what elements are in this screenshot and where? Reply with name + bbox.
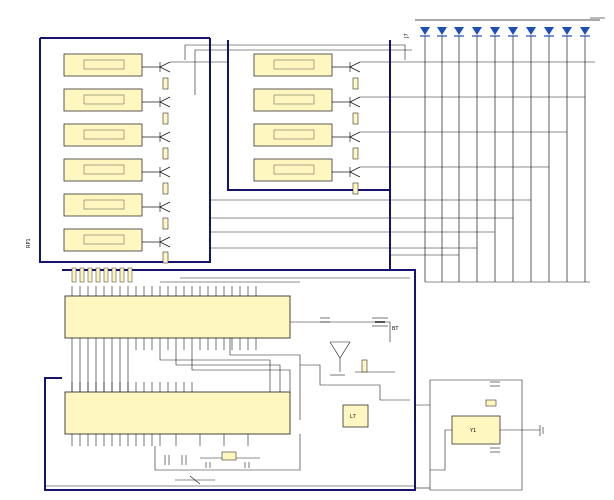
relay-module: [63, 193, 143, 217]
right-relay-column: [253, 53, 333, 182]
return-wires: [45, 404, 430, 489]
relay-module: [253, 53, 333, 77]
relay-module: [253, 88, 333, 112]
clock-network: [154, 434, 301, 485]
relay-module: [253, 123, 333, 147]
resistor: [162, 147, 169, 160]
resistor: [103, 267, 109, 283]
crystal: [221, 451, 237, 461]
resistor-ladder: [71, 267, 133, 283]
left-relay-column: RP1: [26, 53, 143, 252]
left-driver-stages: [142, 61, 171, 248]
resistor: [79, 267, 85, 283]
resistor: [95, 267, 101, 283]
resistor: [162, 77, 169, 90]
mcu-chip-pins: [71, 382, 249, 446]
right-resistors: [352, 77, 359, 195]
relay-module: [253, 158, 333, 182]
right-driver-stages: [332, 61, 361, 178]
resistor: [119, 267, 125, 283]
resistor: [162, 251, 169, 264]
relay-module: [63, 53, 143, 77]
resistor: [87, 267, 93, 283]
left-column-label: RP1: [26, 238, 32, 248]
resistor: [162, 182, 169, 195]
resistor: [352, 182, 359, 195]
relay-module: [63, 228, 143, 252]
oscillator-label: Y1: [469, 428, 476, 434]
regulator: L7: [342, 404, 369, 428]
resistor: [352, 147, 359, 160]
relay-module: [63, 123, 143, 147]
driver-chip-pins: [71, 286, 257, 350]
resistor: [352, 112, 359, 125]
resistor: [162, 217, 169, 230]
resistor: [71, 267, 77, 283]
battery-label: BT: [392, 326, 399, 332]
main-bus-lines: [39, 37, 416, 491]
resistor: [111, 267, 117, 283]
regulator-label: L7: [350, 414, 356, 420]
power-section: [290, 317, 410, 401]
relay-module: [63, 158, 143, 182]
signal-wires: [170, 17, 605, 283]
led-bar-label: J7: [404, 33, 410, 39]
resistor: [361, 359, 368, 373]
relay-module: [63, 88, 143, 112]
oscillator-module: [451, 415, 501, 445]
oscillator-section: Y1: [429, 379, 544, 491]
resistor: [127, 267, 133, 283]
resistor: [162, 112, 169, 125]
driver-chip: [64, 295, 291, 339]
left-resistors: [162, 77, 169, 264]
led-wires: [424, 36, 586, 282]
mcu-chip: [64, 391, 291, 435]
resistor: [352, 77, 359, 90]
